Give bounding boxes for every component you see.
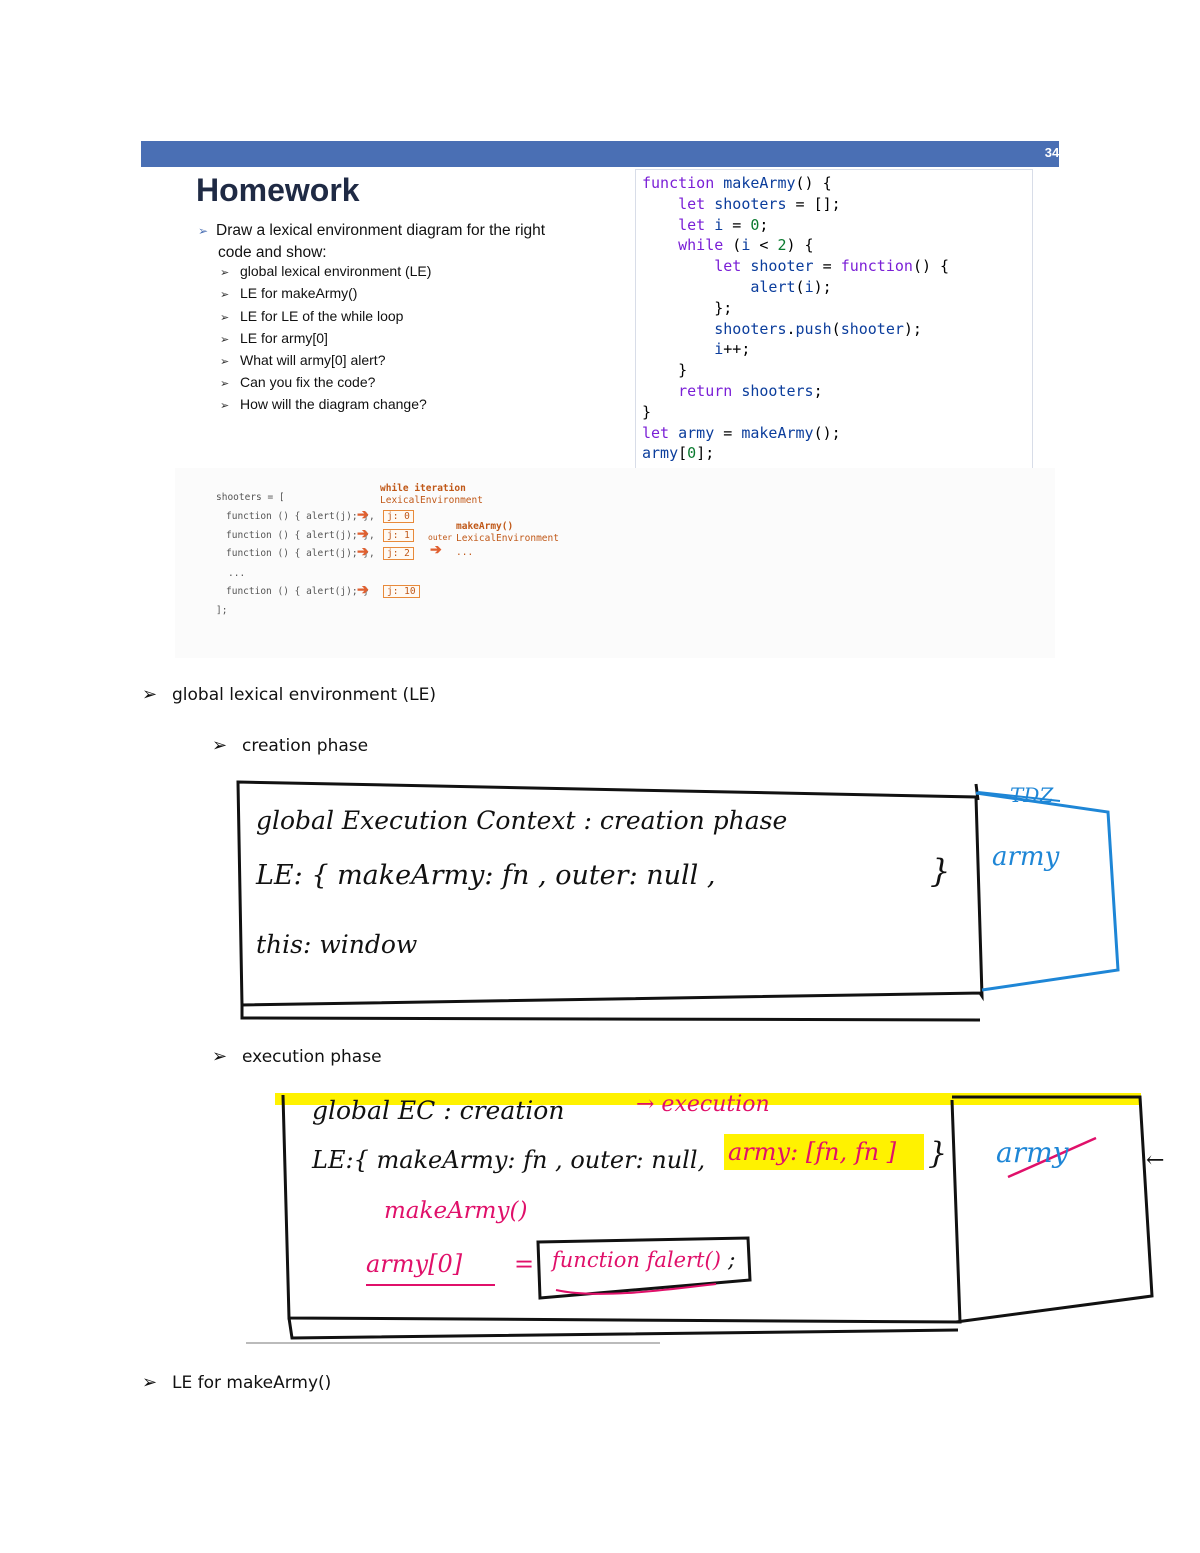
creation-blue-box (975, 791, 1120, 992)
bullet-arrow-icon: ➢ (220, 334, 230, 346)
creation-box-frame (236, 780, 984, 1007)
heading-execution-phase: ➢execution phase (212, 1046, 382, 1067)
arrow-right-icon: ➔ (430, 541, 442, 557)
code-line: let shooters = []; (678, 194, 841, 213)
hw-exec-function: function falert() (552, 1248, 721, 1272)
code-block: function makeArmy() { let shooters = [];… (642, 173, 949, 464)
code-line: }; (642, 298, 733, 317)
highlight-army (724, 1134, 924, 1170)
heading-global-le: ➢global lexical environment (LE) (142, 684, 436, 705)
arrow-right-icon: ➔ (357, 506, 369, 522)
code-line: let i = 0; (678, 215, 769, 234)
highlight-bar (275, 1093, 1141, 1105)
diagram-shooters-label: shooters = [ (216, 492, 285, 503)
hw-exec-makearmy-call: makeArmy() (384, 1198, 528, 1224)
hw-exec-line1b: → execution (636, 1092, 770, 1117)
diagram-makearmy-label: makeArmy() (456, 521, 514, 532)
list-item: ➢global lexical environment (LE) (220, 263, 432, 279)
hw-exec-line2a: LE:{ makeArmy: fn , outer: null, (312, 1146, 706, 1174)
hw-exec-army-array: army: [fn, fn ] (728, 1138, 897, 1166)
execution-side-box (952, 1095, 1154, 1324)
bullet-arrow-icon: ➢ (220, 356, 230, 368)
hw-creation-line2: LE: { makeArmy: fn , outer: null , (256, 860, 716, 891)
diagram-outer-label: outer (428, 533, 453, 542)
diagram-row-box: j: 2 (383, 547, 414, 560)
arrow-right-icon: ➔ (357, 525, 369, 541)
bullet-arrow-icon: ➢ (220, 400, 230, 412)
left-arrow-icon: ← (1146, 1148, 1165, 1173)
code-line: let army = makeArmy(); (642, 423, 841, 442)
slide-title: Homework (196, 172, 360, 208)
hw-exec-line1a: global EC : creation (312, 1096, 565, 1125)
slide-number: 34 (1044, 145, 1060, 160)
diagram-row-box: j: 10 (383, 585, 420, 598)
code-line: i++; (714, 340, 751, 359)
bullet-arrow-icon: ➢ (212, 735, 228, 756)
heading-creation-phase: ➢creation phase (212, 735, 369, 756)
code-line: let shooter = function() { (714, 257, 950, 276)
function-box (536, 1236, 752, 1300)
list-item: ➢What will army[0] alert? (220, 352, 386, 368)
hw-exec-army0: army[0] (366, 1250, 463, 1278)
code-panel: function makeArmy() { let shooters = [];… (635, 169, 1033, 471)
army-strikethrough (1007, 1136, 1097, 1179)
diagram-ellipsis-2: ... (456, 547, 474, 558)
code-line: } (642, 361, 688, 380)
execution-box-frame (281, 1094, 962, 1324)
bullet-arrow-icon: ➢ (212, 1046, 228, 1067)
heading-le-makearmy: ➢LE for makeArmy() (142, 1372, 332, 1393)
code-line: shooters.push(shooter); (714, 319, 922, 338)
bullet-arrow-icon: ➢ (220, 289, 230, 301)
tdz-underline (977, 791, 1061, 802)
bullet-arrow-icon: ➢ (142, 1372, 158, 1393)
bullet-arrow-icon: ➢ (220, 267, 230, 279)
hw-tdz-label: TDZ (1010, 783, 1054, 807)
code-line: function makeArmy() { (642, 174, 832, 192)
hw-creation-line1: global Execution Context : creation phas… (256, 806, 788, 835)
bullet-arrow-icon: ➢ (220, 378, 230, 390)
function-underline (555, 1283, 717, 1295)
diagram-row-fn: function () { alert(j); } (226, 586, 369, 597)
execution-box-bottom (287, 1317, 959, 1340)
code-line: } (642, 402, 652, 421)
diagram-row-box: j: 0 (383, 510, 414, 523)
diagram-while-le-label: LexicalEnvironment (380, 495, 483, 506)
hw-exec-army: army (996, 1136, 1069, 1169)
hw-creation-brace: } (930, 852, 951, 890)
closure-diagram (175, 468, 1055, 658)
code-line: alert(i); (750, 277, 832, 296)
slide-intro: ➢Draw a lexical environment diagram for … (198, 222, 546, 261)
diagram-row-fn: function () { alert(j); }, (226, 548, 375, 559)
diagram-ellipsis: ... (228, 568, 246, 579)
list-item: ➢LE for makeArmy() (220, 285, 358, 301)
code-line: army[0]; (642, 444, 715, 463)
diagram-row-box: j: 1 (383, 529, 414, 542)
list-item: ➢How will the diagram change? (220, 396, 427, 412)
bullet-arrow-icon: ➢ (220, 312, 230, 324)
creation-box-bottom (240, 1005, 981, 1022)
code-line: return shooters; (678, 381, 823, 400)
diagram-row-fn: function () { alert(j); }, (226, 511, 375, 522)
bullet-arrow-icon: ➢ (198, 224, 209, 238)
list-item: ➢Can you fix the code? (220, 374, 376, 390)
diagram-while-label: while iteration (380, 483, 466, 494)
arrow-right-icon: ➔ (357, 581, 369, 597)
hw-exec-semicolon: ; (728, 1248, 736, 1273)
hw-creation-army: army (992, 842, 1060, 872)
code-line: while (i < 2) { (678, 236, 814, 255)
hw-exec-equals: = (514, 1250, 535, 1278)
slide-header-bar (141, 141, 1059, 167)
diagram-makearmy-le-label: LexicalEnvironment (456, 533, 559, 544)
bullet-arrow-icon: ➢ (142, 684, 158, 705)
hw-exec-brace: } (928, 1136, 948, 1171)
arrow-right-icon: ➔ (357, 543, 369, 559)
list-item: ➢LE for army[0] (220, 330, 328, 346)
diagram-row-fn: function () { alert(j); }, (226, 530, 375, 541)
hw-creation-line3: this: window (256, 930, 418, 959)
diagram-close: ]; (216, 605, 228, 616)
list-item: ➢LE for LE of the while loop (220, 308, 404, 324)
